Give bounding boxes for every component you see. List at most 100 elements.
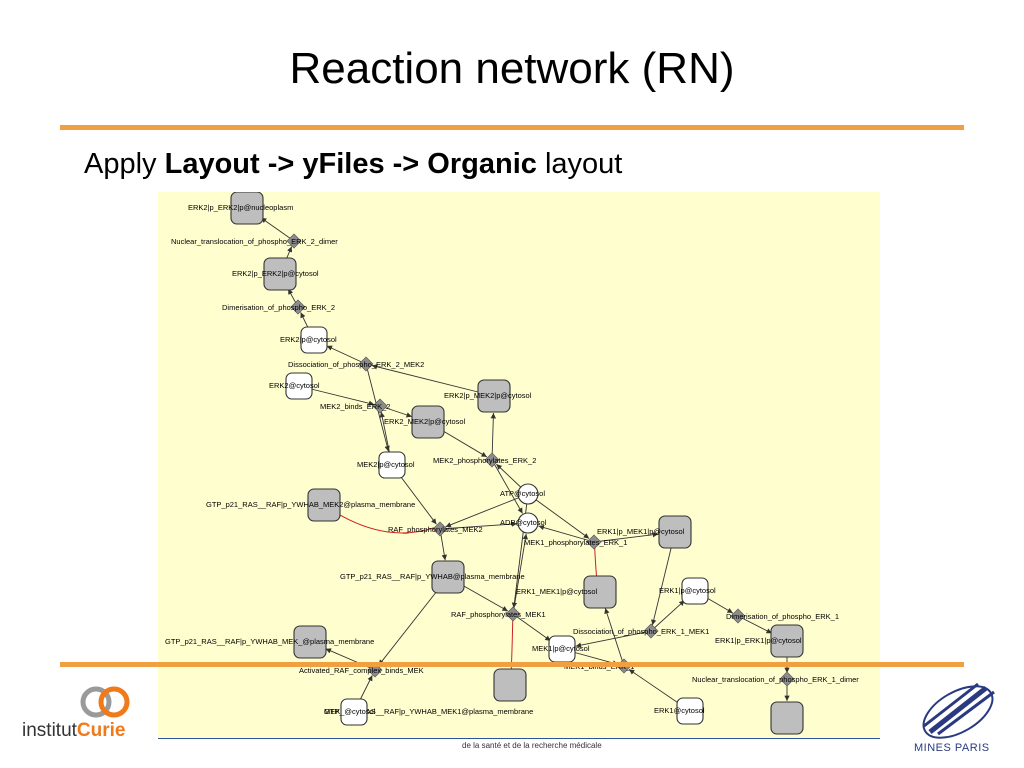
species-box[interactable]: [517, 483, 539, 505]
species-node-s16[interactable]: GTP_p21_RAS__RAF|p_YWHAB_MEK_@plasma_mem…: [165, 625, 374, 659]
species-node-s10[interactable]: ADP@cytosol: [500, 512, 547, 534]
species-box[interactable]: [658, 515, 692, 549]
reaction-diamond[interactable]: [643, 623, 659, 639]
species-box[interactable]: [230, 192, 264, 225]
edge-r7-s11: [593, 532, 659, 543]
reaction-diamond[interactable]: [358, 356, 374, 372]
reaction-label: Nuclear_translocation_of_phospho_ERK_2_d…: [171, 237, 338, 246]
reaction-node-r7[interactable]: MEK1_phosphorylates_ERK_1: [524, 534, 627, 550]
subtitle-prefix: Apply: [84, 148, 165, 180]
species-node-s11[interactable]: ERK1|p_MEK1|p@cytosol: [597, 515, 692, 549]
species-box[interactable]: [517, 512, 539, 534]
species-label: ERK1|p_ERK1|p@cytosol: [715, 636, 802, 645]
species-box[interactable]: [285, 372, 313, 400]
species-node-s12[interactable]: GTP_p21_RAS__RAF|p_YWHAB@plasma_membrane: [340, 560, 525, 594]
reaction-diamond[interactable]: [484, 452, 500, 468]
reaction-label: Dissociation_of_phospho_ERK_2_MEK2: [288, 360, 424, 369]
species-node-s6[interactable]: ERK2_MEK2|p@cytosol: [384, 405, 466, 439]
species-box[interactable]: [378, 451, 406, 479]
mines-paris-logo: MINES PARIS: [900, 680, 1010, 760]
edge-r10-s15: [737, 615, 773, 634]
edge-s5-r3: [371, 364, 495, 397]
mines-wordmark: MINES PARIS: [914, 742, 990, 754]
edge-s9-r7: [527, 493, 590, 539]
network-canvas[interactable]: Nuclear_translocation_of_phospho_ERK_2_d…: [158, 192, 880, 738]
species-node-s14[interactable]: ERK1|p@cytosol: [659, 577, 716, 605]
species-label: ERK2@cytosol: [269, 381, 320, 390]
species-label: ERK1|p_MEK1|p@cytosol: [597, 527, 685, 536]
curie-rings-icon: [80, 686, 130, 718]
edge-r5-s10: [491, 459, 523, 514]
species-box[interactable]: [411, 405, 445, 439]
reaction-node-r5[interactable]: MEK2_phosphorylates_ERK_2: [433, 452, 536, 468]
reaction-label: Activated_RAF_complex_binds_MEK: [299, 666, 424, 675]
species-box[interactable]: [300, 326, 328, 354]
species-box[interactable]: [493, 668, 527, 702]
reaction-network-graph[interactable]: Nuclear_translocation_of_phospho_ERK_2_d…: [158, 192, 880, 738]
species-node-s17[interactable]: MEK1|p@cytosol: [532, 635, 590, 663]
mines-globe-icon: [922, 682, 995, 739]
species-node-s18[interactable]: GTP_p21_RAS__RAF|p_YWHAB_MEK1@plasma_mem…: [324, 668, 533, 716]
species-box[interactable]: [431, 560, 465, 594]
reaction-label: Dimerisation_of_phospho_ERK_2: [222, 303, 335, 312]
species-box[interactable]: [676, 697, 704, 725]
species-box[interactable]: [293, 625, 327, 659]
species-label: MEK2|p@cytosol: [357, 460, 415, 469]
edge-r6-s10: [439, 521, 518, 530]
edge-r9-s14: [650, 600, 685, 632]
curie-wordmark: institutCurie: [22, 720, 126, 742]
reaction-node-r4[interactable]: MEK2_binds_ERK_2: [320, 398, 390, 414]
species-label: MEK1|p@cytosol: [532, 644, 590, 653]
species-node-s5[interactable]: ERK2|p_MEK2|p@cytosol: [444, 379, 532, 413]
reaction-node-r8[interactable]: RAF_phosphorylates_MEK1: [451, 606, 546, 622]
species-box[interactable]: [307, 488, 341, 522]
species-node-s3[interactable]: ERK2|p@cytosol: [280, 326, 337, 354]
reaction-node-r6[interactable]: RAF_phosphorylates_MEK2: [388, 521, 483, 537]
species-node-s15[interactable]: ERK1|p_ERK1|p@cytosol: [715, 624, 804, 658]
species-box[interactable]: [477, 379, 511, 413]
species-node-s8[interactable]: GTP_p21_RAS__RAF|p_YWHAB_MEK2@plasma_mem…: [206, 488, 415, 522]
species-node-s19[interactable]: MEK_@cytosol: [324, 698, 376, 726]
reaction-node-r1[interactable]: Nuclear_translocation_of_phospho_ERK_2_d…: [171, 233, 338, 249]
curie-prefix: institut: [22, 720, 77, 741]
species-node-s9[interactable]: ATP@cytosol: [500, 483, 545, 505]
species-node-s20[interactable]: ERK1@cytosol: [654, 697, 705, 725]
reaction-diamond[interactable]: [432, 521, 448, 537]
reaction-label: RAF_phosphorylates_MEK2: [388, 525, 483, 534]
reaction-label: MEK2_binds_ERK_2: [320, 402, 390, 411]
edge-r1-s1: [260, 217, 295, 242]
reaction-diamond[interactable]: [505, 606, 521, 622]
species-box[interactable]: [681, 577, 709, 605]
reaction-node-r3[interactable]: Dissociation_of_phospho_ERK_2_MEK2: [288, 356, 424, 372]
species-node-s4[interactable]: ERK2@cytosol: [269, 372, 320, 400]
reaction-diamond[interactable]: [586, 534, 602, 550]
reaction-label: Dissociation_of_phospho_ERK_1_MEK1: [573, 627, 709, 636]
reaction-diamond[interactable]: [730, 608, 746, 624]
species-box[interactable]: [770, 624, 804, 658]
reaction-diamond[interactable]: [779, 671, 795, 687]
reaction-node-r2[interactable]: Dimerisation_of_phospho_ERK_2: [222, 299, 335, 315]
species-node-s1[interactable]: ERK2|p_ERK2|p@nucleoplasm: [188, 192, 293, 225]
species-node-s21[interactable]: ERK1|p_ERK1|p@nucleoplasm: [723, 701, 828, 738]
species-box[interactable]: [770, 701, 804, 735]
species-box[interactable]: [340, 698, 368, 726]
reaction-diamond[interactable]: [286, 233, 302, 249]
reaction-node-r11[interactable]: Nuclear_translocation_of_phospho_ERK_1_d…: [692, 671, 859, 687]
species-node-s2[interactable]: ERK2|p_ERK2|p@cytosol: [232, 257, 319, 291]
edge-s9-r6: [445, 493, 529, 528]
bottom-divider: [60, 662, 964, 667]
species-node-s7[interactable]: MEK2|p@cytosol: [357, 451, 415, 479]
institut-curie-logo: institutCurie: [22, 684, 152, 744]
species-box[interactable]: [583, 575, 617, 609]
species-label: GTP_p21_RAS__RAF|p_YWHAB_MEK_@plasma_mem…: [165, 637, 374, 646]
reaction-node-r9[interactable]: Dissociation_of_phospho_ERK_1_MEK1: [573, 623, 709, 639]
species-box[interactable]: [263, 257, 297, 291]
reaction-diamond[interactable]: [290, 299, 306, 315]
reaction-label: Dimerisation_of_phospho_ERK_1: [726, 612, 839, 621]
edge-r12-s13: [604, 608, 625, 667]
edge-r8-s17: [512, 613, 551, 642]
species-node-s13[interactable]: ERK1_MEK1|p@cytosol: [516, 575, 617, 609]
top-divider: [60, 125, 964, 130]
reaction-diamond[interactable]: [372, 398, 388, 414]
reaction-node-r10[interactable]: Dimerisation_of_phospho_ERK_1: [726, 608, 839, 624]
